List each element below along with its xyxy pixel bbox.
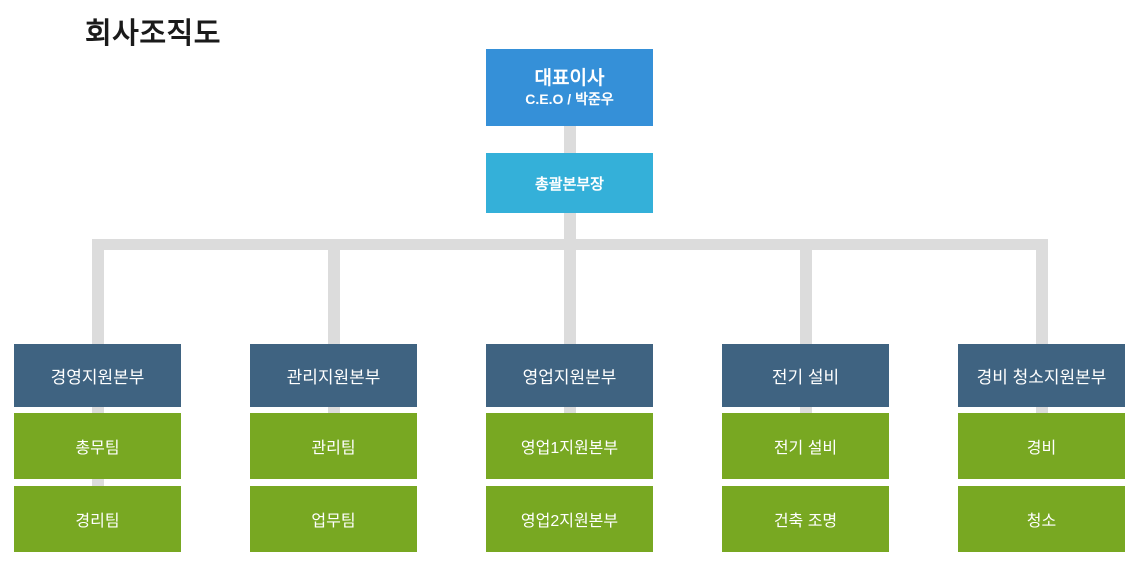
branch-column-3: 영업지원본부 영업1지원본부 영업2지원본부: [486, 344, 653, 559]
team-node: 건축 조명: [722, 486, 889, 552]
connector-horizontal: [92, 239, 1048, 250]
team-node: 전기 설비: [722, 413, 889, 479]
team-node: 경리팀: [14, 486, 181, 552]
team-node: 경비: [958, 413, 1125, 479]
team-node: 영업1지원본부: [486, 413, 653, 479]
team-node: 관리팀: [250, 413, 417, 479]
team-node: 업무팀: [250, 486, 417, 552]
node-ceo: 대표이사 C.E.O / 박준우: [486, 49, 653, 126]
ceo-subtitle: C.E.O / 박준우: [525, 91, 614, 108]
deputy-label: 총괄본부장: [534, 175, 604, 193]
branch-column-5: 경비 청소지원본부 경비 청소: [958, 344, 1125, 559]
branch-header: 전기 설비: [722, 344, 889, 407]
branch-column-4: 전기 설비 전기 설비 건축 조명: [722, 344, 889, 559]
branch-header: 경비 청소지원본부: [958, 344, 1125, 407]
team-node: 영업2지원본부: [486, 486, 653, 552]
branch-header: 관리지원본부: [250, 344, 417, 407]
ceo-title: 대표이사: [534, 67, 605, 89]
branch-column-2: 관리지원본부 관리팀 업무팀: [250, 344, 417, 559]
branch-column-1: 경영지원본부 총무팀 경리팀: [14, 344, 181, 559]
node-deputy: 총괄본부장: [486, 153, 653, 213]
team-node: 청소: [958, 486, 1125, 552]
page-title: 회사조직도: [85, 18, 221, 50]
team-node: 총무팀: [14, 413, 181, 479]
branch-header: 경영지원본부: [14, 344, 181, 407]
branch-header: 영업지원본부: [486, 344, 653, 407]
